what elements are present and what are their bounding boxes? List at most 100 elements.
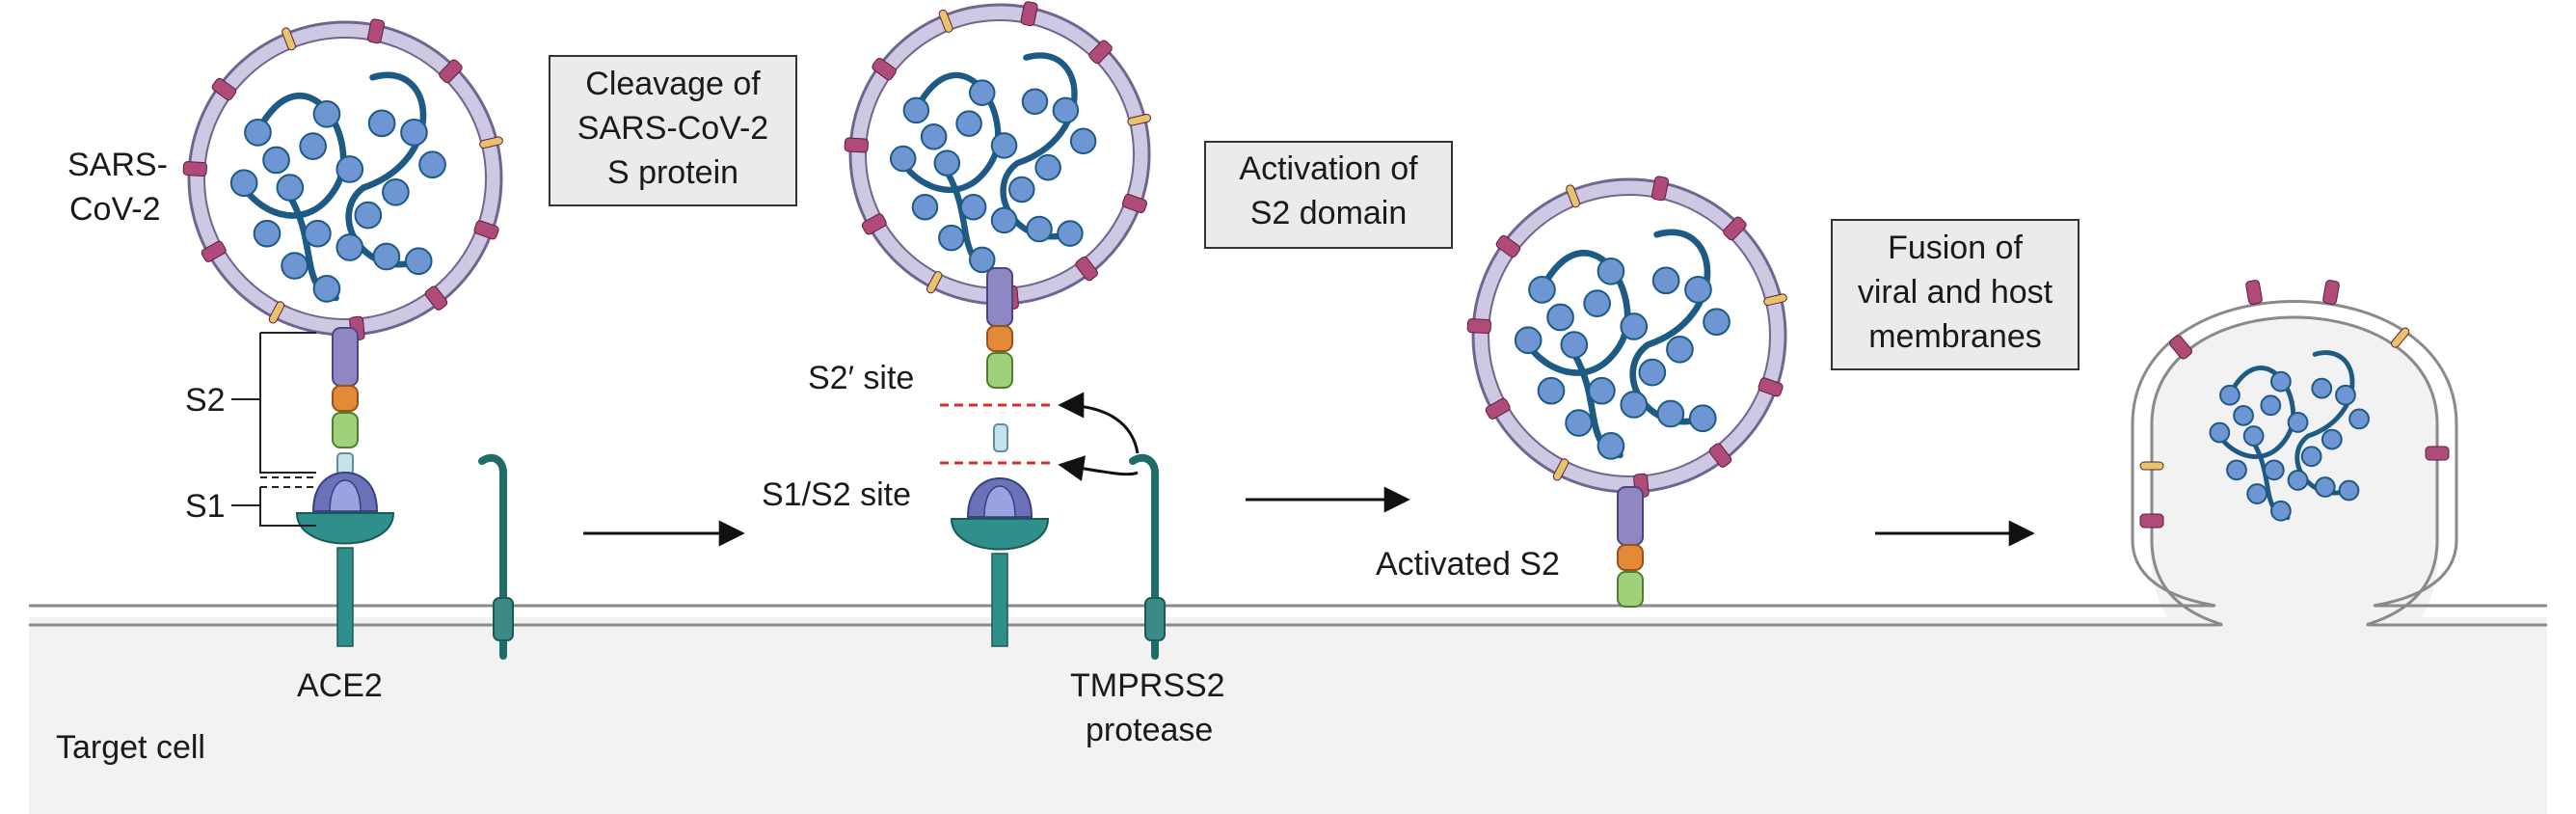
- e-protein: [268, 301, 285, 324]
- viral-rna: [2216, 366, 2295, 460]
- nucleocapsid: [1565, 409, 1593, 437]
- nucleocapsid: [2260, 394, 2282, 417]
- label-tmprss2: TMPRSS2: [1070, 667, 1225, 704]
- m-protein: [211, 77, 237, 101]
- nucleocapsid: [959, 193, 987, 221]
- nucleocapsid: [1638, 358, 1667, 387]
- e-protein: [938, 9, 953, 33]
- nucleocapsid: [889, 145, 917, 173]
- nucleocapsid: [1008, 176, 1035, 204]
- nucleocapsid: [418, 150, 446, 179]
- ace2-receptor-2: [950, 518, 1050, 647]
- tmprss2-protease-2: [1129, 453, 1166, 660]
- nucleocapsid: [902, 96, 930, 124]
- nucleocapsid: [1583, 289, 1611, 317]
- nucleocapsid: [2209, 421, 2231, 444]
- nucleocapsid: [1546, 303, 1574, 332]
- nucleocapsid: [955, 110, 982, 137]
- nucleocapsid: [990, 206, 1018, 234]
- m-protein: [1495, 234, 1521, 258]
- m-protein: [1723, 216, 1747, 241]
- nucleocapsid: [1688, 404, 1717, 433]
- nucleocapsid: [312, 99, 341, 128]
- nucleocapsid: [400, 119, 428, 147]
- nucleocapsid: [1026, 215, 1053, 243]
- nucleocapsid: [1666, 335, 1694, 364]
- nucleocapsid: [2314, 476, 2336, 498]
- m-protein: [1075, 256, 1098, 282]
- nucleocapsid: [1684, 276, 1712, 304]
- nucleocapsid: [335, 233, 364, 261]
- label-activated-s2: Activated S2: [1376, 546, 1560, 583]
- box-activation-line-2: S2 domain: [1250, 195, 1408, 231]
- nucleocapsid: [2233, 405, 2254, 426]
- box-fusion-line-1: Fusion of: [1888, 230, 2023, 266]
- nucleocapsid: [1560, 331, 1589, 359]
- e-protein: [1127, 114, 1151, 126]
- nucleocapsid: [2321, 428, 2343, 450]
- nucleocapsid: [1021, 88, 1049, 116]
- nucleocapsid: [2246, 483, 2268, 504]
- spike-protein-2: [966, 267, 1033, 518]
- virus-particle-1: [182, 18, 503, 341]
- nucleocapsid: [2335, 384, 2356, 406]
- box-cleavage-line-2: SARS-CoV-2: [577, 110, 768, 147]
- nucleocapsid: [2263, 459, 2285, 481]
- e-protein: [2139, 461, 2164, 471]
- box-cleavage-line-1: Cleavage of: [585, 66, 761, 102]
- step-box-cleavage: Cleavage of SARS-CoV-2 S protein: [549, 55, 797, 206]
- virus-particle-3: [1466, 176, 1787, 499]
- label-s2: S2: [185, 382, 226, 419]
- nucleocapsid: [933, 149, 961, 176]
- nucleocapsid: [969, 246, 996, 274]
- nucleocapsid: [2270, 500, 2292, 522]
- m-protein: [201, 240, 227, 262]
- nucleocapsid: [244, 119, 272, 147]
- nucleocapsid: [299, 132, 327, 160]
- nucleocapsid: [911, 193, 939, 221]
- target-cell: [29, 300, 2547, 814]
- m-protein: [844, 137, 869, 153]
- m-protein: [439, 59, 463, 84]
- nucleocapsid: [1656, 399, 1685, 428]
- label-s1-s2-site: S1/S2 site: [762, 476, 911, 513]
- nucleocapsid: [253, 219, 282, 248]
- nucleocapsid: [2338, 479, 2360, 502]
- m-protein: [473, 220, 499, 240]
- curved-arrow-icon: [1058, 392, 1140, 454]
- nucleocapsid: [404, 247, 433, 276]
- m-protein: [424, 285, 448, 311]
- spike-protein-1: [311, 327, 379, 512]
- nucleocapsid: [1034, 153, 1061, 181]
- nucleocapsid: [2300, 446, 2322, 468]
- nucleocapsid: [1620, 312, 1649, 340]
- step-box-activation: Activation of S2 domain: [1204, 141, 1453, 249]
- nucleocapsid: [969, 79, 996, 106]
- virus-particle-2: [844, 1, 1151, 311]
- m-protein: [1758, 377, 1784, 397]
- cleavage-sites: [940, 392, 1140, 481]
- nucleocapsid: [304, 219, 332, 248]
- step-box-fusion: Fusion of viral and host membranes: [1831, 219, 2080, 370]
- m-protein: [1121, 194, 1148, 214]
- m-protein: [1088, 40, 1113, 65]
- nucleocapsid: [1069, 127, 1097, 155]
- nucleocapsid: [262, 146, 290, 175]
- virus-particle-4-fusing: [2139, 280, 2450, 529]
- nucleocapsid: [312, 275, 341, 303]
- s1-s2-bracket: [231, 332, 316, 527]
- curved-arrow-icon: [1058, 455, 1139, 481]
- nucleocapsid: [2270, 370, 2292, 393]
- m-protein: [366, 18, 386, 44]
- nucleocapsid: [920, 123, 948, 150]
- activated-s2: [1617, 486, 1644, 608]
- nucleocapsid: [1514, 326, 1543, 355]
- m-protein: [2425, 446, 2450, 461]
- viral-rna: [1000, 52, 1078, 240]
- tmprss2-protease-1: [478, 453, 514, 660]
- label-sars-cov-2-2: CoV-2: [69, 191, 161, 228]
- box-fusion-line-2: viral and host: [1858, 274, 2053, 311]
- label-ace2: ACE2: [297, 667, 383, 704]
- m-protein: [1466, 318, 1491, 335]
